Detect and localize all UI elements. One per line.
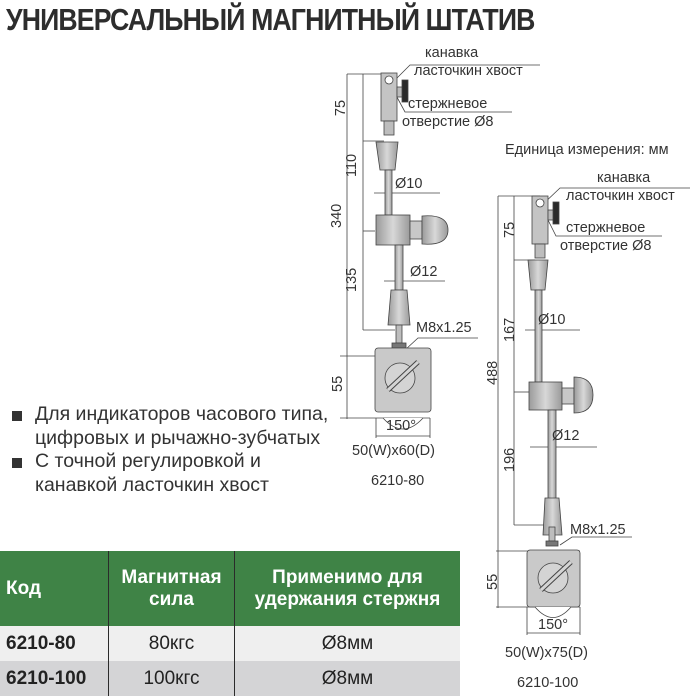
model-label: 6210-100 — [517, 675, 579, 691]
drawing-6210-80 — [340, 64, 540, 438]
feature-text: С точной регулировкой и канавкой ласточк… — [35, 450, 269, 496]
callout-hole-line2: отверстие Ø8 — [560, 238, 652, 254]
bullet-square-icon — [12, 458, 22, 468]
feature-text: Для индикаторов часового типа, цифровых … — [35, 403, 329, 449]
header-rod-holding: Применимо для удержания стержня — [234, 551, 460, 626]
cell-force: 80кгс — [108, 626, 235, 661]
dia-lower: Ø12 — [410, 264, 438, 280]
bullet-square-icon — [12, 411, 22, 421]
thread-spec: M8x1.25 — [570, 522, 626, 538]
feature-item: С точной регулировкой и канавкой ласточк… — [12, 450, 342, 497]
cell-code: 6210-80 — [0, 626, 109, 661]
dia-upper: Ø10 — [538, 312, 566, 328]
dim-low: 196 — [502, 447, 518, 472]
callout-hole-line1: стержневое — [566, 220, 646, 236]
callout-groove-line2: ласточкин хвост — [566, 188, 675, 204]
table-header-row: Код Магнитная сила Применимо для удержан… — [0, 551, 460, 626]
callout-hole-line2: отверстие Ø8 — [402, 114, 494, 130]
feature-item: Для индикаторов часового типа, цифровых … — [12, 403, 342, 450]
dia-lower: Ø12 — [552, 428, 580, 444]
table-row: 6210-80 80кгс Ø8мм — [0, 626, 460, 661]
dim-top: 75 — [502, 221, 518, 238]
unit-note: Единица измерения: мм — [505, 142, 669, 158]
dim-low: 135 — [344, 267, 360, 292]
dim-top: 75 — [333, 99, 350, 117]
spec-table: Код Магнитная сила Применимо для удержан… — [0, 551, 460, 696]
cell-rod: Ø8мм — [234, 626, 460, 661]
model-label: 6210-80 — [371, 473, 425, 489]
cell-force: 100кгс — [108, 661, 235, 696]
dim-total: 488 — [485, 360, 501, 385]
thread-spec: M8x1.25 — [416, 320, 472, 336]
table-row: 6210-100 100кгс Ø8мм — [0, 661, 460, 696]
dim-mid: 110 — [344, 153, 360, 177]
dim-total: 340 — [329, 203, 345, 228]
dia-upper: Ø10 — [395, 176, 423, 192]
dim-mid: 167 — [502, 317, 518, 342]
header-code: Код — [0, 551, 109, 626]
cell-rod: Ø8мм — [234, 661, 460, 696]
cell-code: 6210-100 — [0, 661, 109, 696]
header-magnetic-force: Магнитная сила — [108, 551, 235, 626]
page-title: УНИВЕРСАЛЬНЫЙ МАГНИТНЫЙ ШТАТИВ — [6, 2, 535, 37]
dim-base: 55 — [485, 573, 501, 590]
drawing-6210-100 — [496, 187, 690, 635]
angle-label: 150° — [538, 617, 568, 633]
angle-label: 150° — [386, 418, 416, 434]
callout-groove-line1: канавка — [597, 170, 651, 186]
dim-base: 55 — [330, 375, 346, 392]
callout-groove-line1: канавка — [425, 45, 479, 61]
feature-list: Для индикаторов часового типа, цифровых … — [12, 403, 342, 497]
callout-groove-line2: ласточкин хвост — [414, 63, 523, 79]
base-size: 50(W)x60(D) — [352, 443, 435, 459]
callout-hole-line1: стержневое — [408, 96, 488, 112]
base-size: 50(W)x75(D) — [505, 645, 588, 661]
